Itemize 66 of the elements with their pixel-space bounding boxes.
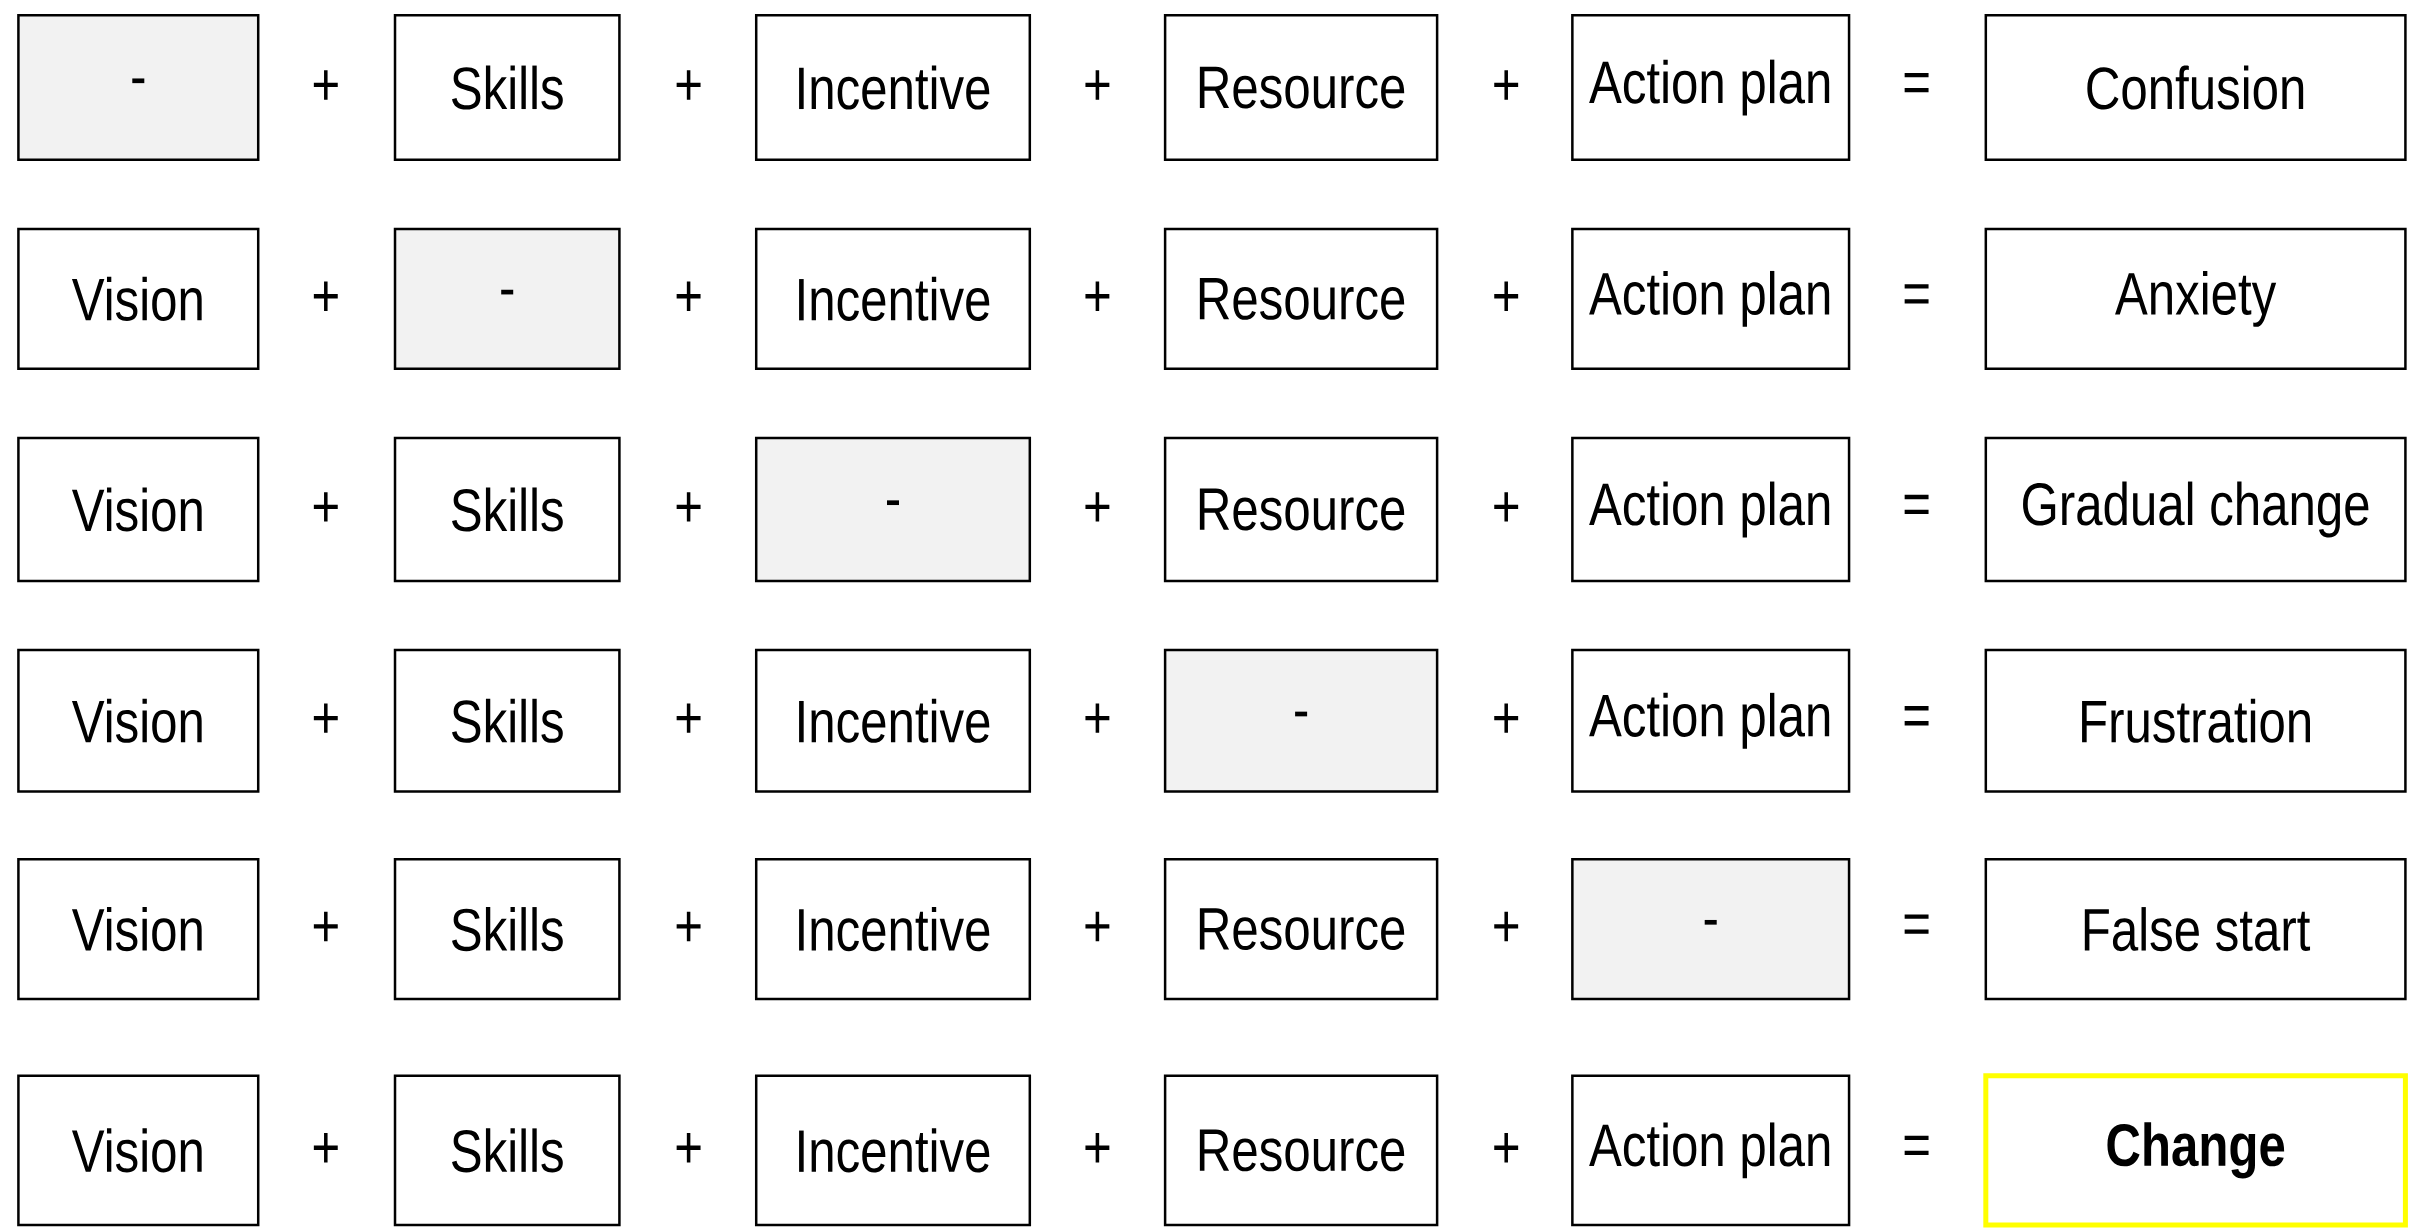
factor-box: Incentive [754,857,1032,1001]
plus-sign: + [313,70,338,100]
factor-box: Skills [393,1074,621,1227]
result-box: Gradual change [1984,436,2407,583]
equals-sign: = [1904,284,1929,304]
plus-sign: + [1494,70,1519,100]
factor-box: Incentive [754,227,1032,371]
empty-factor-box: - [1571,857,1851,1001]
result-box: Confusion [1984,14,2407,162]
factor-box: Incentive [754,648,1032,793]
factor-box: Vision [17,648,260,793]
factor-box: Vision [17,857,260,1001]
factor-box: Action plan [1571,227,1851,371]
factor-box: Skills [393,648,621,793]
empty-factor-box: - [754,436,1032,583]
factor-box: Resource [1163,436,1439,583]
factor-box: Skills [393,14,621,162]
plus-sign: + [313,703,338,733]
result-box: Change [1983,1073,2408,1228]
factor-box: Action plan [1571,648,1851,793]
empty-factor-box: - [17,14,260,162]
plus-sign: + [1085,281,1110,311]
plus-sign: + [1494,911,1519,942]
plus-sign: + [676,703,701,733]
factor-box: Action plan [1571,14,1851,162]
factor-box: Skills [393,436,621,583]
empty-factor-box: - [393,227,621,371]
plus-sign: + [676,281,701,311]
factor-box: Incentive [754,1074,1032,1227]
plus-sign: + [676,492,701,522]
plus-sign: + [1085,911,1110,942]
factor-box: Vision [17,436,260,583]
plus-sign: + [1494,281,1519,311]
factor-box: Vision [17,1074,260,1227]
factor-box: Vision [17,227,260,371]
factor-box: Resource [1163,14,1439,162]
plus-sign: + [313,1133,338,1163]
plus-sign: + [313,492,338,522]
equals-sign: = [1904,72,1929,93]
equals-sign: = [1904,914,1929,934]
equals-sign: = [1904,494,1929,515]
factor-box: Action plan [1571,1074,1851,1227]
factor-box: Resource [1163,1074,1439,1227]
factor-box: Action plan [1571,436,1851,583]
plus-sign: + [1085,703,1110,733]
factor-box: Incentive [754,14,1032,162]
plus-sign: + [1085,492,1110,522]
plus-sign: + [1494,703,1519,733]
result-box: False start [1984,857,2407,1001]
factor-box: Skills [393,857,621,1001]
plus-sign: + [1085,1133,1110,1163]
plus-sign: + [1085,70,1110,100]
plus-sign: + [676,911,701,942]
factor-box: Resource [1163,227,1439,371]
equals-sign: = [1904,706,1929,726]
plus-sign: + [1494,1133,1519,1163]
equals-sign: = [1904,1135,1929,1155]
factor-box: Resource [1163,857,1439,1001]
plus-sign: + [676,1133,701,1163]
plus-sign: + [313,281,338,311]
plus-sign: + [676,70,701,100]
empty-factor-box: - [1163,648,1439,793]
result-box: Frustration [1984,648,2407,793]
plus-sign: + [313,911,338,942]
result-box: Anxiety [1984,227,2407,371]
plus-sign: + [1494,492,1519,522]
